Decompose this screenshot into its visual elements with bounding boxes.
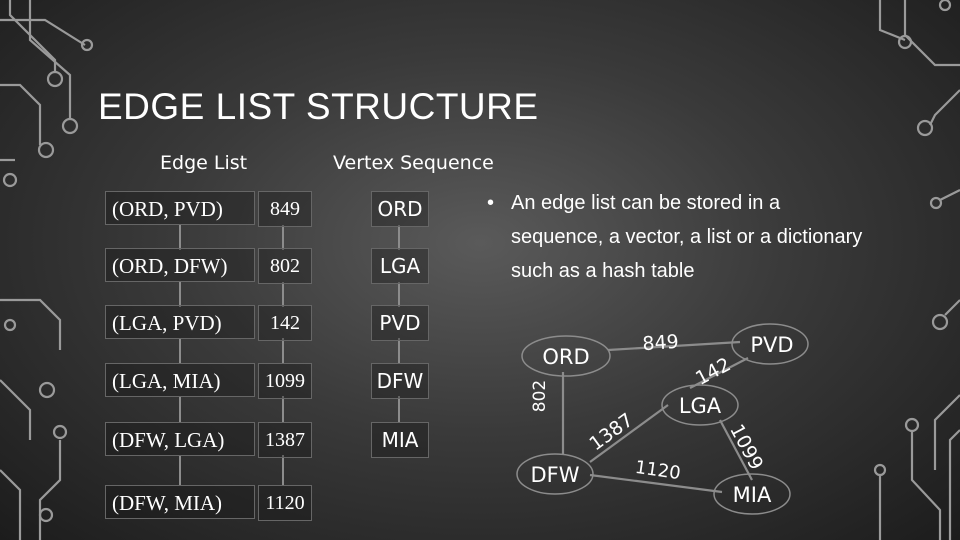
vertex-sequence-header: Vertex Sequence — [333, 152, 494, 174]
edge-pair: (DFW, MIA) — [105, 485, 255, 519]
edge-pair: (ORD, DFW) — [105, 248, 255, 282]
graph-node — [661, 384, 739, 426]
edge-pair: (ORD, PVD) — [105, 191, 255, 225]
graph-node-label: MIA — [733, 483, 772, 507]
graph-edge — [719, 419, 753, 481]
edge-list-header: Edge List — [160, 152, 248, 174]
edge-weight: 849 — [258, 191, 312, 227]
graph-edge-label: 142 — [692, 353, 734, 389]
edge-weight: 142 — [258, 305, 312, 341]
graph-node-label: LGA — [679, 394, 722, 418]
graph-node-label: DFW — [530, 463, 579, 487]
vertex-item: MIA — [371, 422, 429, 458]
vertex-item: LGA — [371, 248, 429, 284]
edge-pair: (LGA, PVD) — [105, 305, 255, 339]
graph-edge-label: 1387 — [585, 409, 637, 455]
graph-node-label: ORD — [542, 345, 589, 369]
vertex-item: DFW — [371, 363, 429, 399]
graph-edge — [589, 404, 669, 463]
graph-edge-label: 849 — [642, 331, 680, 355]
vertex-item: ORD — [371, 191, 429, 227]
edge-weight: 1099 — [258, 363, 312, 399]
edge-weight: 1387 — [258, 422, 312, 458]
edge-pair: (DFW, LGA) — [105, 422, 255, 456]
bullet-text: An edge list can be stored in a sequence… — [511, 192, 863, 282]
graph-node — [516, 453, 594, 495]
bullet-symbol: • — [487, 192, 495, 214]
graph-node — [521, 335, 611, 377]
graph-edge-label: 1120 — [634, 457, 682, 484]
graph-node — [713, 473, 791, 515]
edge-weight: 1120 — [258, 485, 312, 521]
page-title: EDGE LIST STRUCTURE — [98, 86, 539, 127]
graph-edge-label: 1099 — [725, 421, 767, 474]
graph-edge — [589, 473, 723, 494]
graph-node — [731, 323, 809, 365]
graph-edge — [689, 357, 749, 389]
edge-weight: 802 — [258, 248, 312, 284]
graph-edge — [607, 340, 741, 352]
graph-node-label: PVD — [750, 333, 793, 357]
graph-edge-label: 802 — [530, 380, 550, 412]
bullet-point: • An edge list can be stored in a sequen… — [487, 186, 870, 288]
edge-pair: (LGA, MIA) — [105, 363, 255, 397]
vertex-item: PVD — [371, 305, 429, 341]
